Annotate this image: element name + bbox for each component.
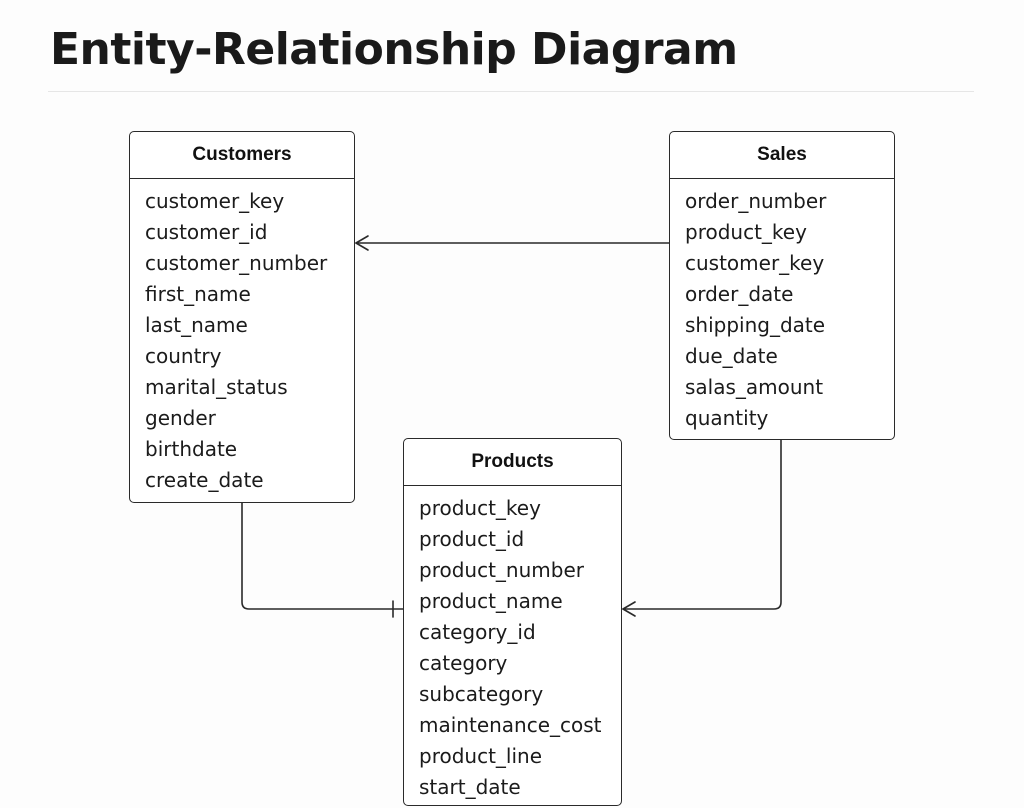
field-product-line: product_line <box>419 744 543 768</box>
entity-sales[interactable]: Sales order_number product_key customer_… <box>669 131 895 440</box>
field-due-date: due_date <box>685 344 778 368</box>
field-category-id: category_id <box>419 620 536 644</box>
field-last-name: last_name <box>145 313 248 337</box>
field-maintenance-cost: maintenance_cost <box>419 713 602 737</box>
field-first-name: first_name <box>145 282 251 306</box>
entity-title-sales: Sales <box>670 132 894 179</box>
field-order-number: order_number <box>685 189 827 213</box>
title-divider <box>48 91 974 92</box>
relationship-customers-products <box>241 502 404 610</box>
field-list-sales: order_number product_key customer_key or… <box>670 179 894 434</box>
field-birthdate: birthdate <box>145 437 238 461</box>
field-product-key: product_key <box>685 220 807 244</box>
field-product-id: product_id <box>419 527 525 551</box>
field-marital-status: marital_status <box>145 375 288 399</box>
arrowhead-products-icon <box>622 601 636 617</box>
field-country: country <box>145 344 222 368</box>
field-order-date: order_date <box>685 282 794 306</box>
field-customer-id: customer_id <box>145 220 268 244</box>
field-create-date: create_date <box>145 468 264 492</box>
entity-products[interactable]: Products product_key product_id product_… <box>403 438 622 806</box>
field-product-key: product_key <box>419 496 541 520</box>
page-title: Entity-Relationship Diagram <box>50 24 738 75</box>
field-customer-number: customer_number <box>145 251 328 275</box>
field-category: category <box>419 651 508 675</box>
field-quantity: quantity <box>685 406 769 430</box>
arrowhead-customers-icon <box>355 235 369 251</box>
field-gender: gender <box>145 406 216 430</box>
field-start-date: start_date <box>419 775 521 799</box>
entity-customers[interactable]: Customers customer_key customer_id custo… <box>129 131 355 503</box>
field-product-number: product_number <box>419 558 584 582</box>
field-shipping-date: shipping_date <box>685 313 826 337</box>
field-list-customers: customer_key customer_id customer_number… <box>130 179 354 496</box>
entity-title-products: Products <box>404 439 621 486</box>
field-customer-key: customer_key <box>145 189 285 213</box>
relationship-sales-products <box>622 439 782 610</box>
field-product-name: product_name <box>419 589 563 613</box>
entity-title-customers: Customers <box>130 132 354 179</box>
field-customer-key: customer_key <box>685 251 825 275</box>
field-salas-amount: salas_amount <box>685 375 824 399</box>
field-list-products: product_key product_id product_number pr… <box>404 486 621 803</box>
field-subcategory: subcategory <box>419 682 544 706</box>
